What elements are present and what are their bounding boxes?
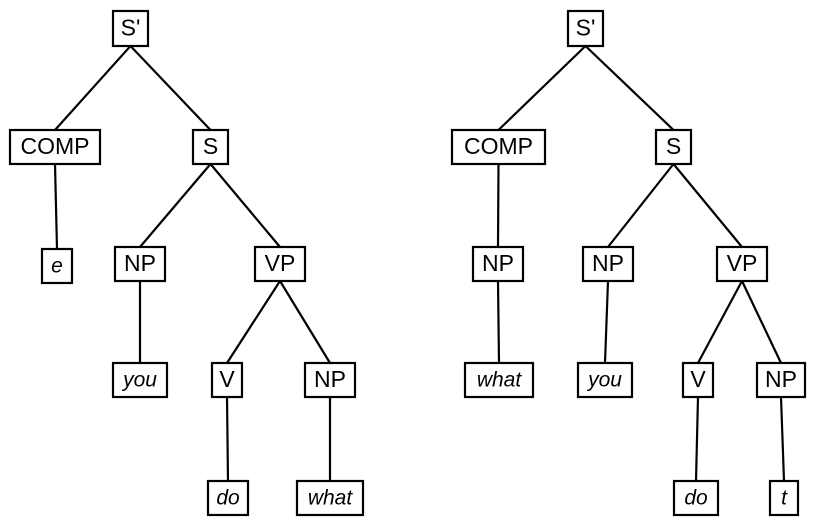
surface-structure-tree-nodes: S' COMP S NP NP VP what you V NP do t bbox=[450, 9, 807, 517]
node-label: S' bbox=[121, 15, 141, 41]
node-label: V bbox=[690, 366, 706, 392]
node-label: NP bbox=[592, 250, 624, 276]
tree-node-you[interactable]: you bbox=[111, 361, 169, 399]
node-label: V bbox=[219, 366, 235, 392]
tree-edge bbox=[603, 280, 610, 364]
tree-edge bbox=[496, 280, 501, 364]
node-label: what bbox=[477, 369, 523, 392]
tree-node-comp[interactable]: COMP bbox=[450, 128, 547, 166]
node-label: S' bbox=[576, 15, 596, 41]
node-box bbox=[566, 9, 605, 48]
tree-edge bbox=[694, 396, 700, 482]
tree-node-t[interactable]: t bbox=[768, 479, 800, 517]
tree-node-you[interactable]: you bbox=[576, 361, 634, 399]
tree-node-do[interactable]: do bbox=[206, 479, 250, 517]
node-box bbox=[672, 479, 720, 517]
tree-edge bbox=[54, 45, 132, 131]
tree-node-what[interactable]: what bbox=[295, 479, 365, 517]
node-label: NP bbox=[482, 250, 514, 276]
node-label: do bbox=[684, 487, 708, 510]
tree-edge bbox=[225, 396, 230, 482]
tree-edge bbox=[496, 163, 500, 248]
node-box bbox=[715, 245, 769, 283]
tree-edge bbox=[279, 280, 331, 364]
tree-node-np[interactable]: NP bbox=[303, 361, 357, 399]
tree-node-v[interactable]: V bbox=[681, 361, 715, 399]
node-box bbox=[768, 479, 800, 517]
tree-edge bbox=[697, 280, 743, 364]
node-label: you bbox=[121, 369, 157, 392]
node-box bbox=[303, 361, 357, 399]
node-box bbox=[654, 128, 693, 166]
tree-edge bbox=[139, 163, 212, 248]
node-label: S bbox=[203, 133, 218, 159]
node-box bbox=[8, 128, 102, 166]
tree-edge bbox=[741, 280, 782, 364]
node-label: VP bbox=[265, 250, 296, 276]
tree-node-v[interactable]: V bbox=[210, 361, 244, 399]
tree-node-np[interactable]: NP bbox=[113, 245, 167, 283]
tree-edge bbox=[607, 163, 675, 248]
node-box bbox=[210, 361, 244, 399]
node-box bbox=[111, 361, 169, 399]
tree-node-vp[interactable]: VP bbox=[253, 245, 307, 283]
surface-structure-tree-edges bbox=[496, 45, 786, 482]
deep-structure-tree-edges bbox=[53, 45, 332, 482]
tree-node-np[interactable]: NP bbox=[755, 361, 807, 399]
tree-edge bbox=[129, 45, 212, 131]
node-box bbox=[111, 9, 150, 48]
node-box bbox=[755, 361, 807, 399]
tree-node-sbar[interactable]: S' bbox=[566, 9, 605, 48]
node-box bbox=[191, 128, 230, 166]
node-box bbox=[113, 245, 167, 283]
tree-node-s[interactable]: S bbox=[191, 128, 230, 166]
tree-edge bbox=[497, 45, 587, 131]
tree-edge bbox=[53, 163, 59, 250]
tree-node-comp[interactable]: COMP bbox=[8, 128, 102, 166]
tree-edge bbox=[209, 163, 281, 248]
node-label: VP bbox=[727, 250, 758, 276]
node-label: NP bbox=[124, 250, 156, 276]
node-label: what bbox=[308, 487, 354, 510]
tree-edge bbox=[226, 280, 281, 364]
node-label: do bbox=[216, 487, 240, 510]
node-box bbox=[450, 128, 547, 166]
tree-node-e[interactable]: e bbox=[40, 247, 74, 285]
node-box bbox=[295, 479, 365, 517]
tree-node-do[interactable]: do bbox=[672, 479, 720, 517]
node-box bbox=[681, 361, 715, 399]
node-box bbox=[471, 245, 525, 283]
node-box bbox=[206, 479, 250, 517]
node-box bbox=[576, 361, 634, 399]
tree-node-vp[interactable]: VP bbox=[715, 245, 769, 283]
node-label: NP bbox=[765, 366, 797, 392]
node-label: S bbox=[666, 133, 681, 159]
node-label: you bbox=[586, 369, 622, 392]
edges-layer bbox=[53, 45, 786, 482]
node-label: e bbox=[51, 255, 63, 278]
tree-node-what[interactable]: what bbox=[463, 361, 535, 399]
tree-node-np[interactable]: NP bbox=[471, 245, 525, 283]
tree-node-s[interactable]: S bbox=[654, 128, 693, 166]
node-box bbox=[463, 361, 535, 399]
node-label: t bbox=[781, 487, 788, 510]
tree-edge bbox=[584, 45, 675, 131]
tree-edge bbox=[672, 163, 743, 248]
node-box bbox=[40, 247, 74, 285]
node-label: COMP bbox=[464, 133, 533, 159]
node-box bbox=[581, 245, 635, 283]
node-label: COMP bbox=[21, 133, 90, 159]
node-label: NP bbox=[314, 366, 346, 392]
tree-node-np[interactable]: NP bbox=[581, 245, 635, 283]
tree-edge bbox=[779, 396, 786, 482]
tree-node-sbar[interactable]: S' bbox=[111, 9, 150, 48]
node-box bbox=[253, 245, 307, 283]
